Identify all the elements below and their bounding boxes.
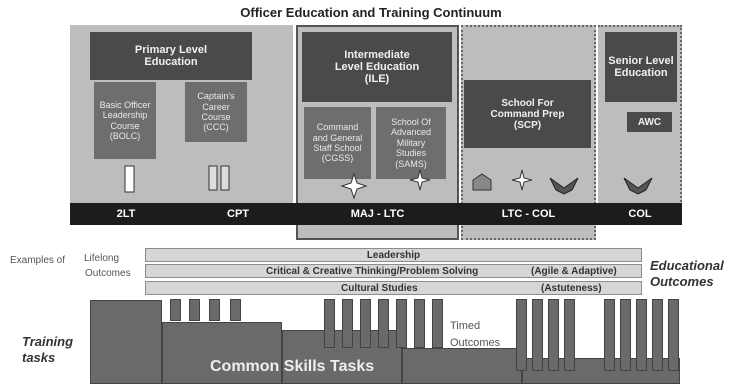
timed-bar [414, 299, 425, 348]
timed-outcomes-label: Timed Outcomes [450, 320, 501, 349]
lifelong-label: Lifelong [84, 253, 120, 264]
ltc-oak-leaf-icon [409, 169, 431, 191]
intermediate-level-education-block: Intermediate Level Education (ILE) [302, 32, 452, 102]
timed-bar [209, 299, 220, 321]
cultural-studies-label: Cultural Studies [341, 282, 418, 294]
rank-col: COL [628, 208, 652, 220]
stair-step [402, 348, 522, 384]
stair-step [90, 300, 162, 384]
timed-bar [548, 299, 559, 371]
timed-bar [230, 299, 241, 321]
timed-bar [432, 299, 443, 348]
sams-course-block: School Of Advanced Military Studies (SAM… [376, 107, 446, 179]
ccc-course-block: Captain's Career Course (CCC) [185, 82, 247, 142]
common-skills-staircase [88, 300, 680, 384]
outcomes-label: Outcomes [85, 268, 131, 279]
timed-bar [564, 299, 575, 371]
leadership-band: Leadership [145, 248, 642, 262]
rank-maj-ltc: MAJ - LTC [350, 208, 405, 220]
rank-2lt: 2LT [116, 208, 136, 220]
timed-bar [324, 299, 335, 348]
stair-step [162, 322, 282, 384]
eagle-icon [549, 177, 579, 195]
school-for-command-prep-block: School For Command Prep (SCP) [464, 80, 591, 148]
agile-adaptive-label: (Agile & Adaptive) [531, 265, 617, 277]
rank-cpt: CPT [227, 208, 249, 220]
timed-bar [170, 299, 181, 321]
critical-thinking-band: Critical & Creative Thinking/Problem Sol… [145, 264, 642, 278]
primary-level-education-block: Primary Level Education [90, 32, 252, 80]
training-tasks-label: Training tasks [22, 334, 74, 366]
timed-bar [396, 299, 407, 348]
timed-bar [360, 299, 371, 348]
timed-bar [532, 299, 543, 371]
leadership-label: Leadership [366, 249, 421, 261]
senior-level-education-block: Senior Level Education [605, 32, 677, 102]
captain-bars-icon [208, 165, 230, 191]
awc-block: AWC [627, 112, 672, 132]
bolc-course-block: Basic Officer Leadership Course (BOLC) [94, 82, 156, 159]
cdr-insignia-icon [472, 173, 492, 191]
timed-bar [636, 299, 647, 371]
rank-ltc-col: LTC - COL [501, 208, 556, 220]
astuteness-label: (Astuteness) [541, 282, 602, 294]
common-skills-tasks-label: Common Skills Tasks [210, 358, 375, 375]
rank-insignia-row [124, 165, 653, 200]
timed-bar [620, 299, 631, 371]
timed-bar [652, 299, 663, 371]
examples-of-label: Examples of [10, 255, 66, 266]
timed-bar [342, 299, 353, 348]
colonel-eagle-icon [623, 177, 653, 195]
cgss-course-block: Command and General Staff School (CGSS) [304, 107, 371, 179]
critical-thinking-label: Critical & Creative Thinking/Problem Sol… [266, 265, 479, 277]
timed-bar [516, 299, 527, 371]
educational-outcomes-label: Educational Outcomes [650, 258, 724, 290]
timed-bar [378, 299, 389, 348]
second-lieutenant-bar-icon [124, 165, 135, 193]
timed-bar [668, 299, 679, 371]
timed-bar [604, 299, 615, 371]
diagram-title: Officer Education and Training Continuum [240, 5, 502, 20]
timed-bar [189, 299, 200, 321]
ltc-leaf-icon [511, 169, 533, 191]
major-oak-leaf-icon [340, 172, 368, 200]
cultural-studies-band: Cultural Studies (Astuteness) [145, 281, 642, 295]
rank-bar: 2LT CPT MAJ - LTC LTC - COL COL [70, 203, 682, 225]
